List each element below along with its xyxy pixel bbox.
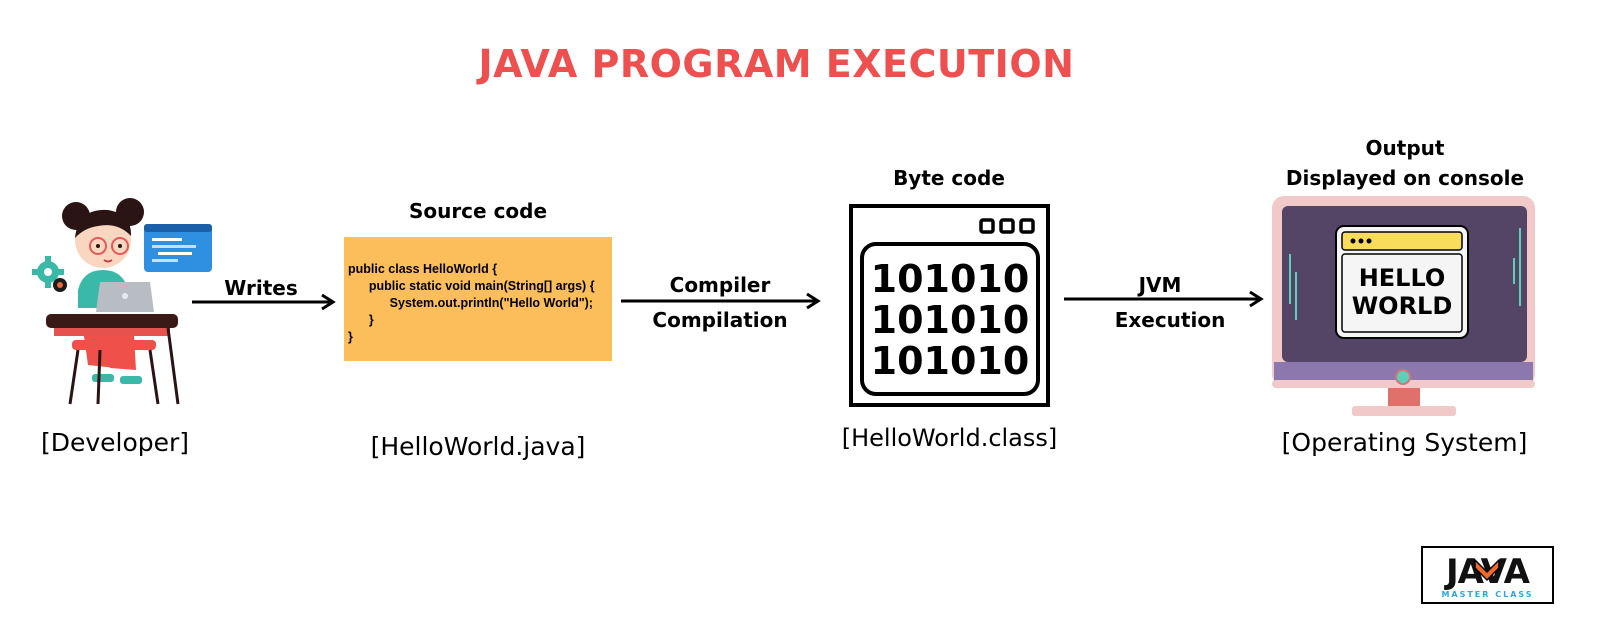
execute-arrow [1064,290,1264,308]
diagram-title: JAVA PROGRAM EXECUTION [478,42,1075,86]
source-code-box: public class HelloWorld { public static … [344,237,612,361]
code-line: public class HelloWorld { [348,262,498,276]
developer-illustration [32,198,212,405]
compiler-label: Compiler [669,273,771,297]
binary-line: 101010 [870,298,1030,342]
screen-text-line1: HELLO [1358,264,1446,292]
gear-icon [32,256,67,292]
writes-label: Writes [224,276,298,300]
bytecode-window-icon [849,204,1050,407]
output-heading: Output [1365,136,1445,160]
monitor-icon [1272,196,1535,416]
compile-arrow [621,292,821,310]
code-line: } [348,330,353,344]
screen-text-line2: WORLD [1351,292,1453,320]
code-line: public static void main(String[] args) { [348,279,595,293]
logo-sub-text: MASTER CLASS [1441,590,1534,599]
code-line: System.out.println("Hello World"); [348,296,593,310]
output-subheading: Displayed on console [1285,166,1525,190]
bytecode-heading: Byte code [893,166,1005,190]
java-masterclass-logo: JAVA MASTER CLASS [1421,546,1554,604]
source-file-caption: [HelloWorld.java] [370,432,586,461]
code-window-icon [144,224,212,272]
os-caption: [Operating System] [1281,428,1528,457]
jvm-label: JVM [1138,273,1182,297]
execution-label: Execution [1114,308,1226,332]
binary-line: 101010 [870,339,1030,383]
bytecode-file-caption: [HelloWorld.class] [841,424,1058,452]
binary-line: 101010 [870,257,1030,301]
source-code-heading: Source code [408,199,548,223]
code-line: } [348,313,374,327]
compilation-label: Compilation [652,308,788,332]
writes-arrow [192,293,336,311]
developer-caption: [Developer] [40,428,190,457]
laptop-icon [96,282,154,312]
logo-chevron-icon [1474,558,1500,582]
